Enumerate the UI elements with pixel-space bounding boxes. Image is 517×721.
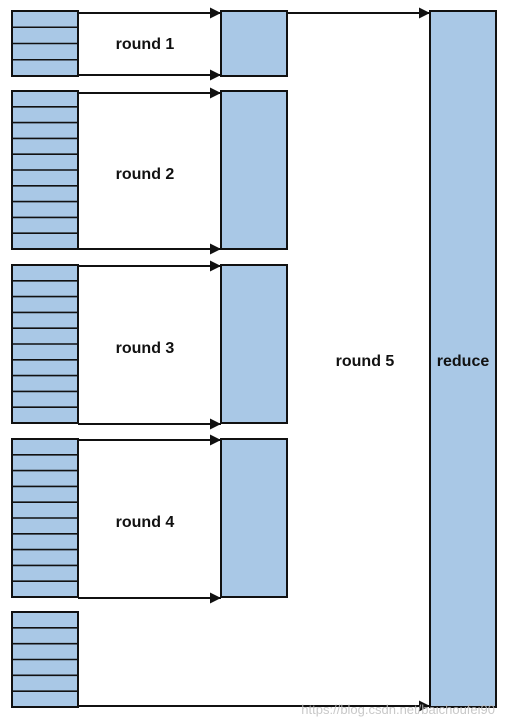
round-3-label: round 3 bbox=[116, 340, 175, 357]
round-1-label: round 1 bbox=[116, 36, 175, 53]
input-stack-3 bbox=[11, 264, 79, 424]
input-stack-3-stripes bbox=[12, 279, 78, 409]
input-stack-5-stripes bbox=[12, 627, 78, 692]
watermark: https://blog.csdn.net/baichoufei90 bbox=[301, 702, 495, 717]
input-stack-5 bbox=[11, 611, 79, 708]
round-4-result-box bbox=[220, 438, 288, 598]
reduce-label: reduce bbox=[437, 353, 490, 370]
round-4-label: round 4 bbox=[116, 514, 175, 531]
round-3-result-box bbox=[220, 264, 288, 424]
input-stack-1 bbox=[11, 10, 79, 77]
input-stack-4-stripes bbox=[12, 453, 78, 583]
input-stack-4 bbox=[11, 438, 79, 598]
round-1-result-box bbox=[220, 10, 288, 77]
input-stack-2-stripes bbox=[12, 106, 78, 234]
round-2-label: round 2 bbox=[116, 166, 175, 183]
round-2-result-box bbox=[220, 90, 288, 250]
round-5-label: round 5 bbox=[336, 353, 395, 370]
input-stack-2 bbox=[11, 90, 79, 250]
reduce-box bbox=[429, 10, 497, 708]
input-stack-1-stripes bbox=[12, 26, 78, 61]
